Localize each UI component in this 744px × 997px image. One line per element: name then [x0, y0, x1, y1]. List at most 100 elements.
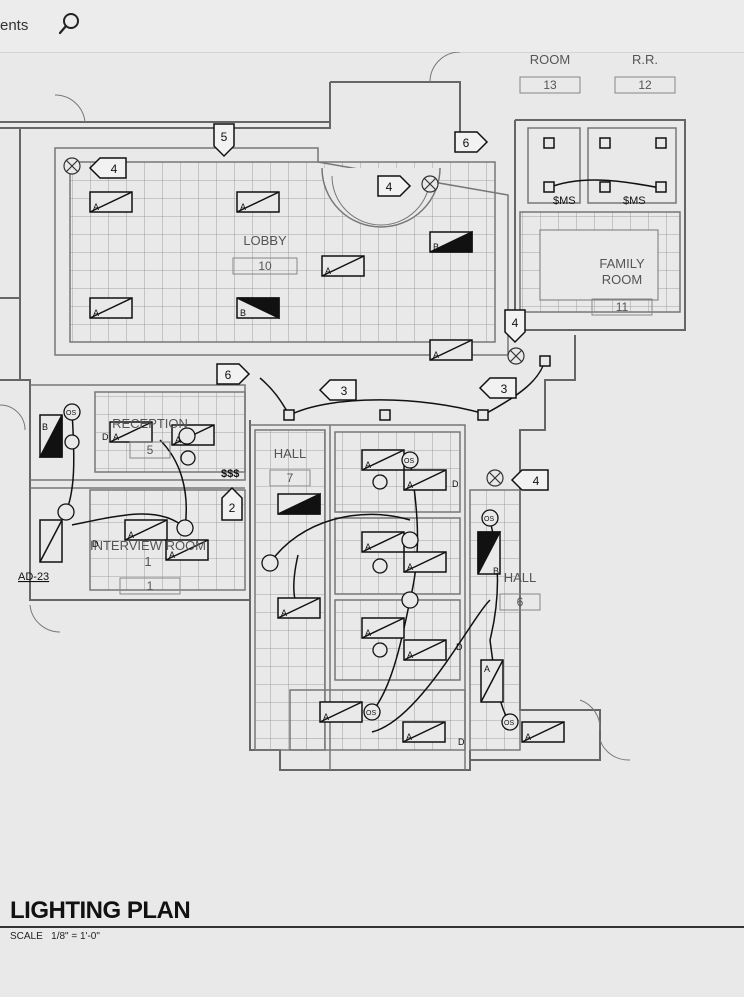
room-name: FAMILY [599, 256, 645, 271]
fixture-type-letter: A [175, 435, 181, 445]
fixture-type-letter: A [484, 664, 490, 674]
os-label: OS [484, 516, 494, 523]
fixture-type-b [38, 230, 502, 575]
keynote-tag: 4 [510, 469, 549, 491]
tag-number: 3 [341, 384, 348, 398]
fixture-type-letter: A [365, 542, 371, 552]
fixture-type-letter: A [169, 550, 175, 560]
tag-number: 4 [386, 180, 393, 194]
fixture-type-letter: A [407, 650, 413, 660]
os-label: OS [66, 410, 76, 417]
room-label: RECEPTION 5 [112, 416, 188, 459]
tag-flag-shape [88, 157, 127, 179]
fixture-type-letter: A [406, 732, 412, 742]
fixture-type-letter: A [407, 480, 413, 490]
scale-label: SCALE [10, 931, 43, 942]
keynote-tag: 5 [213, 123, 235, 158]
keynote-tag: 6 [454, 131, 489, 153]
lobby-arc [321, 167, 441, 228]
fixture-type-letter: B [433, 242, 439, 252]
tag-number: 3 [501, 382, 508, 396]
os-label: OS [404, 458, 414, 465]
fixture-type-letter: A [325, 266, 331, 276]
fixture-type-letter: D [102, 432, 109, 442]
room-name: R.R. [632, 52, 658, 67]
room-name: RECEPTION [112, 416, 188, 431]
plan-scale: SCALE 1/8" = 1'-0" [10, 931, 100, 942]
tag-flag-shape [478, 377, 517, 399]
room-label: HALL 6 [499, 570, 541, 611]
fixture-type-letter: A [433, 350, 439, 360]
fixture-type-letter: D [458, 737, 465, 747]
air-device-label: AD-23 [18, 571, 49, 583]
keynote-tag: 3 [478, 377, 517, 399]
tag-flag-shape [221, 486, 243, 521]
tag-number: 6 [225, 368, 232, 382]
os-label: OS [504, 720, 514, 727]
room-number: 6 [517, 595, 524, 609]
room-number-box [129, 441, 171, 459]
sss-switch-label: $$$ [221, 468, 239, 480]
tag-flag-shape [510, 469, 549, 491]
junction-boxes [283, 137, 667, 421]
ms-switch-label-12: $MS [623, 195, 646, 207]
tag-flag-shape [454, 131, 489, 153]
room-number-box [519, 76, 581, 94]
room-label: R.R.12 [614, 52, 676, 94]
tag-flag-shape [504, 309, 526, 344]
room-number: 11 [616, 300, 629, 314]
ms-switch-label-13: $MS [553, 195, 576, 207]
fixture-type-letter: A [525, 732, 531, 742]
fixture-type-letter: D [456, 642, 463, 652]
lobby-outline [54, 147, 509, 356]
room-number: 5 [147, 443, 154, 457]
tag-flag-shape [213, 123, 235, 158]
room-label: ROOM 13 [519, 52, 581, 94]
fixture-type-letter: D [92, 539, 99, 549]
keynote-tag: 4 [504, 309, 526, 344]
room-name: HALL [274, 446, 307, 461]
room-number-box [119, 577, 181, 595]
tag-flag-shape [216, 363, 251, 385]
fixture-type-a [39, 191, 565, 743]
scale-value: 1/8" = 1'-0" [51, 931, 100, 942]
tag-number: 6 [463, 136, 470, 150]
occupancy-sensors [57, 403, 519, 731]
tag-flag-shape [377, 175, 412, 197]
tag-flag-shape [318, 379, 357, 401]
room-number-box [269, 469, 311, 487]
keynote-tag: 3 [318, 379, 357, 401]
room-number-box [499, 593, 541, 611]
tag-number: 4 [512, 316, 519, 330]
fixture-type-letter: B [240, 308, 246, 318]
hall-6-grid [469, 489, 521, 751]
room-name: ROOM [530, 52, 570, 67]
fixture-type-letter: A [240, 202, 246, 212]
room-number-box [614, 76, 676, 94]
search-icon[interactable] [56, 10, 84, 38]
app-toolbar: ents [0, 0, 744, 53]
room-number-box [232, 257, 298, 275]
fixture-type-letter: A [323, 712, 329, 722]
fixture-type-letter: A [407, 562, 413, 572]
tag-number: 2 [229, 501, 236, 515]
fixture-type-letter: A [365, 460, 371, 470]
toolbar-label: ents [0, 17, 29, 34]
fixture-type-letter: D [452, 479, 459, 489]
keynote-tag: 2 [221, 486, 243, 521]
walls [0, 81, 686, 771]
room-number: 13 [543, 78, 557, 92]
room-name: INTERVIEW ROOM [90, 538, 206, 553]
fixture-type-letter: A [365, 628, 371, 638]
fixture-type-letter: A [113, 432, 119, 442]
tag-number: 5 [221, 130, 228, 144]
room-name: HALL [504, 570, 537, 585]
fixture-type-letter: B [311, 496, 317, 506]
